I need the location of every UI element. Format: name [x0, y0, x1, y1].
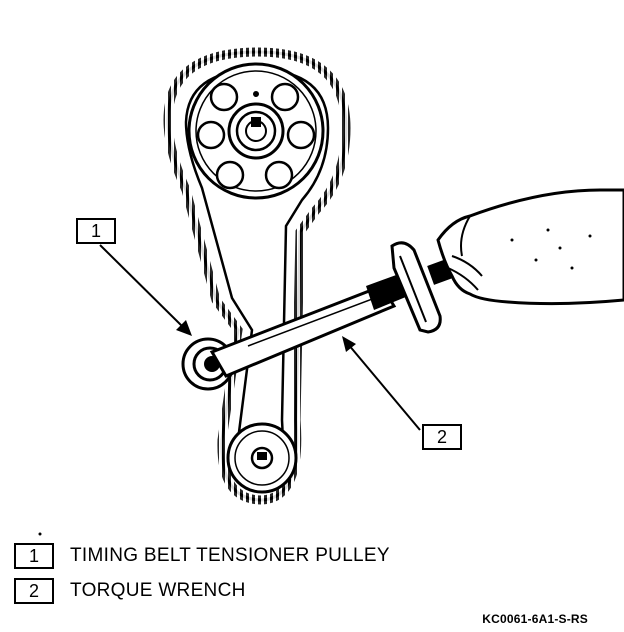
leader-arrow-1	[99, 244, 192, 336]
crankshaft-sprocket	[226, 422, 298, 494]
torque-wrench	[209, 241, 453, 378]
leader-arrow-2	[342, 336, 421, 431]
legend-number-box: 1	[14, 543, 54, 569]
legend-item-2: 2 TORQUE WRENCH	[14, 578, 246, 604]
callout-2: 2	[422, 424, 462, 450]
camshaft-sprocket	[187, 62, 325, 200]
reference-code: KC0061-6A1-S-RS	[482, 612, 588, 626]
callout-1: 1	[76, 218, 116, 244]
legend-label: TIMING BELT TENSIONER PULLEY	[70, 545, 390, 566]
legend-number-box: 2	[14, 578, 54, 604]
legend-item-1: 1 TIMING BELT TENSIONER PULLEY	[14, 543, 390, 569]
hand	[436, 188, 624, 306]
mark-dot	[38, 532, 42, 536]
legend-label: TORQUE WRENCH	[70, 580, 246, 601]
